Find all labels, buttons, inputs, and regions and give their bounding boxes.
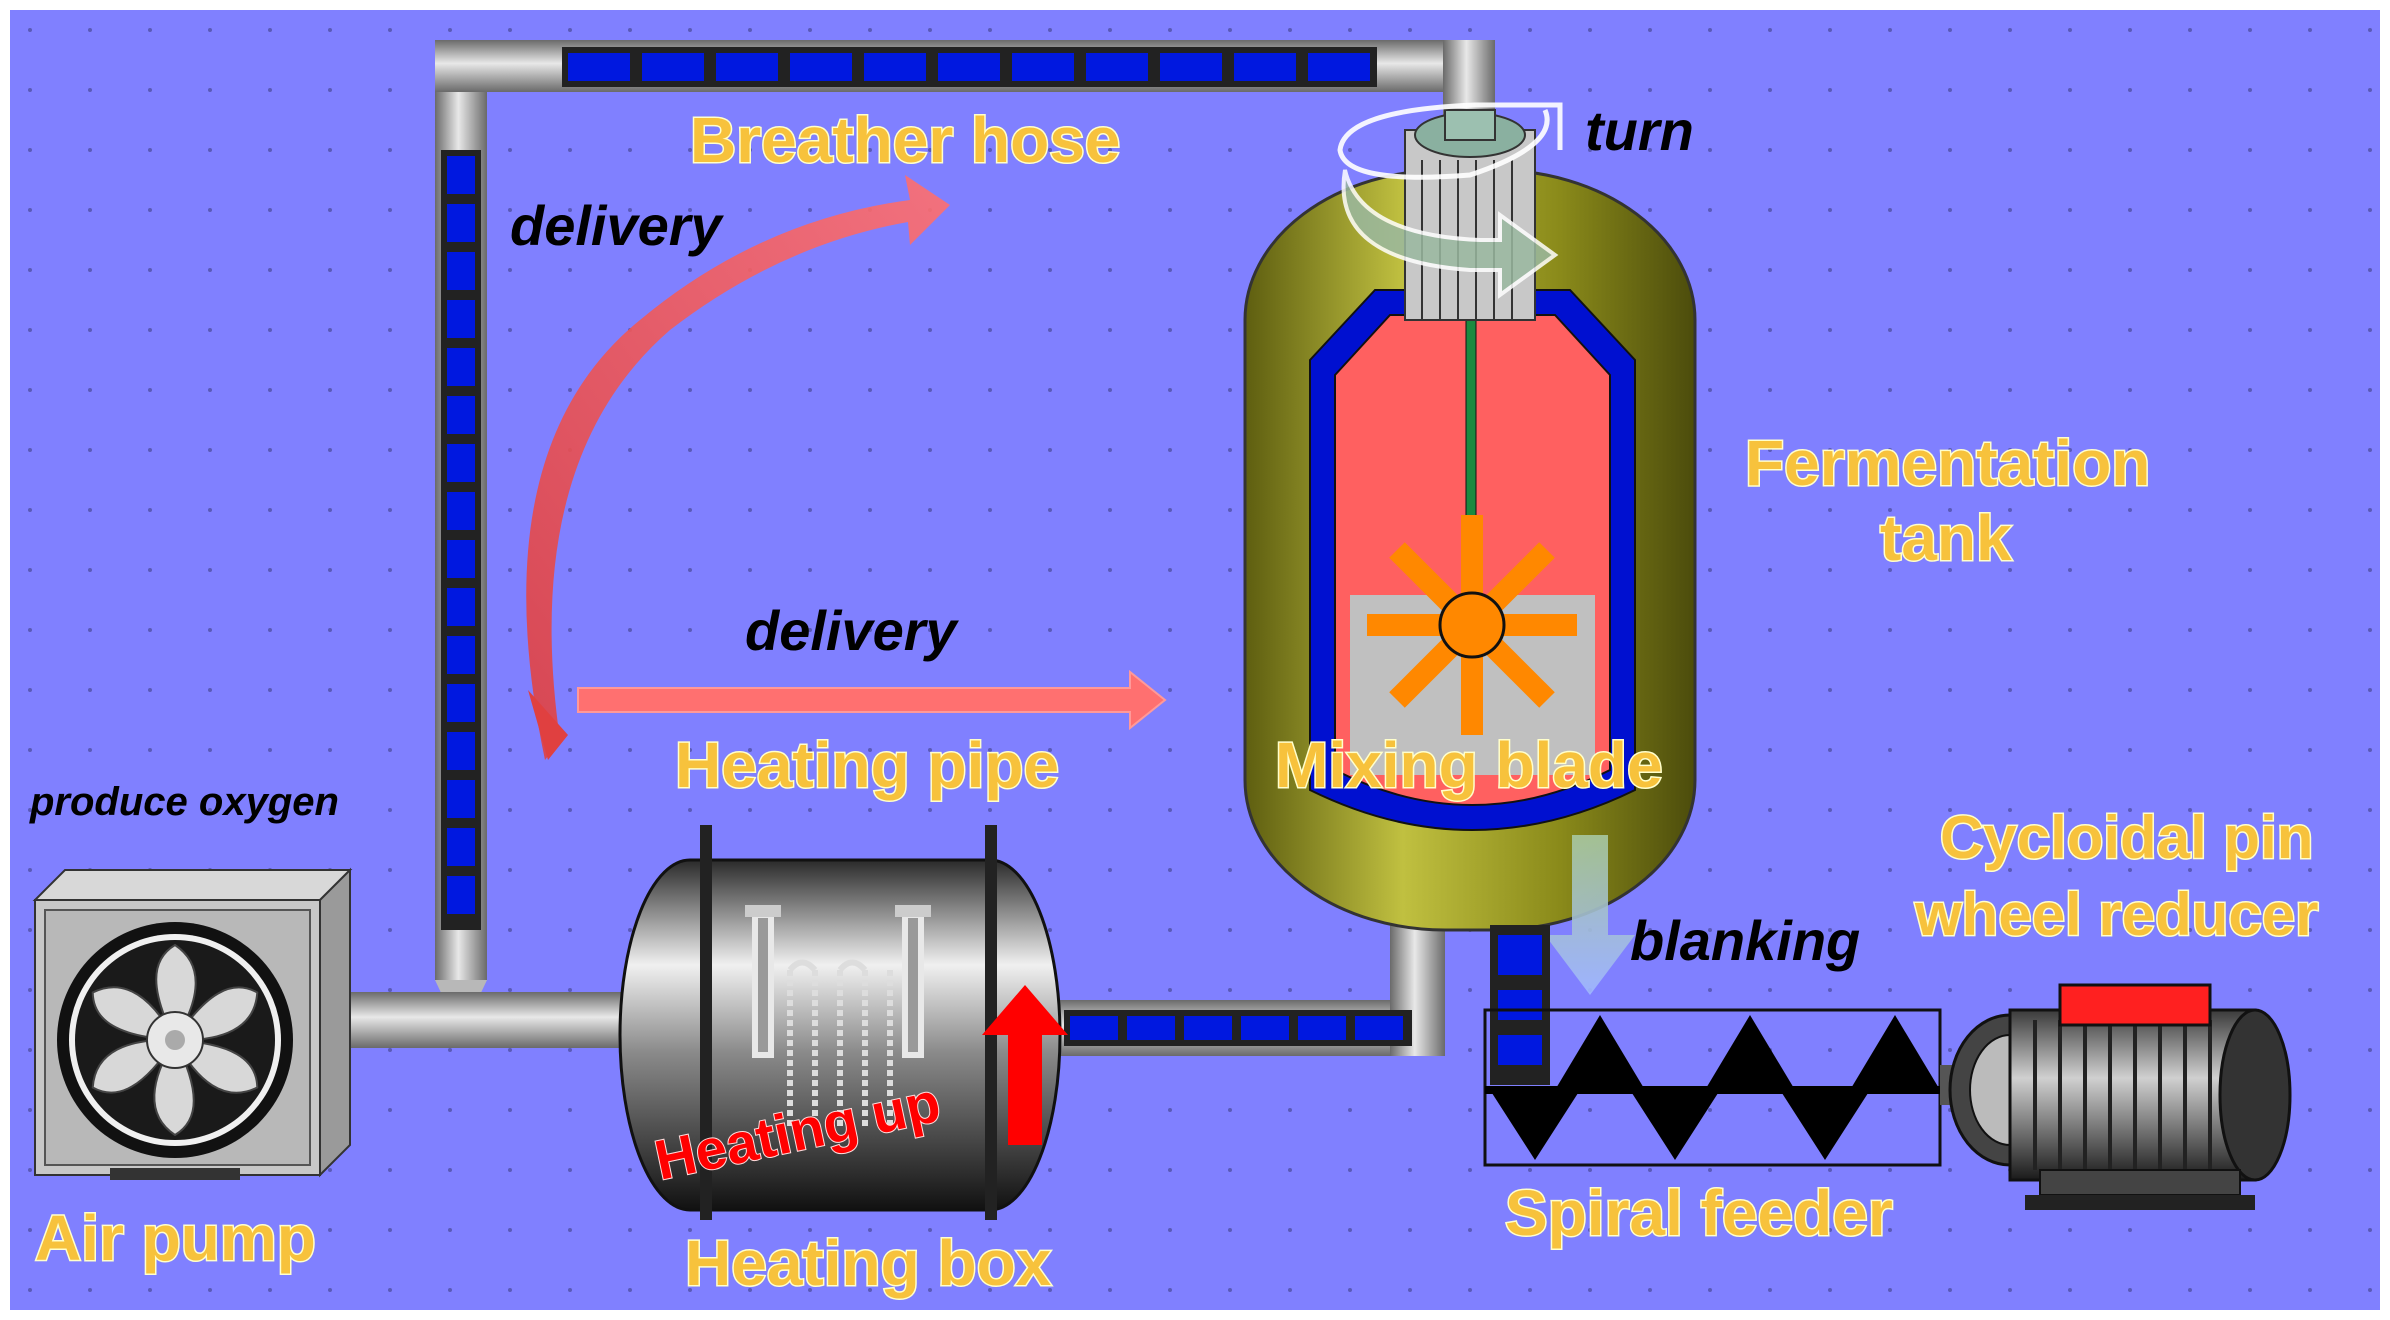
fermentation-tank-label-line2: tank [1880, 502, 2012, 574]
delivery-curved-arrow [526, 175, 950, 760]
pipe-segment [716, 53, 778, 81]
pipe-segment [447, 876, 475, 914]
turn-label: turn [1585, 99, 1694, 162]
pipe-segment [447, 204, 475, 242]
pipe-segment [1012, 53, 1074, 81]
heating-pipe-label: Heating pipe [675, 729, 1059, 801]
pipe-segment [1308, 53, 1370, 81]
cycloidal-reducer-label-line1: Cycloidal pin [1940, 804, 2313, 871]
fan-icon [57, 922, 293, 1158]
pipe-segment [447, 588, 475, 626]
delivery-top-label: delivery [510, 194, 725, 257]
pipe-segment [447, 732, 475, 770]
pipe-segment [568, 53, 630, 81]
breather-hose-label: Breather hose [690, 104, 1120, 176]
screw-conveyor-icon [1485, 1015, 1940, 1160]
heating-box-label: Heating box [685, 1227, 1052, 1299]
heater-drum-icon [745, 905, 931, 1130]
delivery-mid-label: delivery [745, 599, 960, 662]
blanking-arrow [1545, 835, 1635, 995]
pipe-segment [447, 780, 475, 818]
pipe-segment [1355, 1016, 1403, 1040]
pipe-segment [1241, 1016, 1289, 1040]
pipe-segment [447, 636, 475, 674]
pipe-segment [1298, 1016, 1346, 1040]
delivery-straight-arrow [577, 669, 1167, 731]
mixing-blade-label: Mixing blade [1275, 729, 1663, 801]
spiral-feeder [1483, 925, 1942, 1167]
pipe-segment [1070, 1016, 1118, 1040]
pipe-segment [447, 156, 475, 194]
pipe-segment [447, 684, 475, 722]
breather-hose-segments-top [562, 47, 1377, 87]
pipe-segment [938, 53, 1000, 81]
motor-icon [1948, 983, 2292, 1210]
heating-pipe-segments [1064, 1010, 1412, 1046]
pipe-segment [1127, 1016, 1175, 1040]
produce-oxygen-label: produce oxygen [29, 780, 339, 824]
cycloidal-reducer [1940, 983, 2292, 1210]
pipe-segment [1160, 53, 1222, 81]
cycloidal-reducer-label-line2: wheel reducer [1914, 881, 2319, 948]
pipe-segment [447, 396, 475, 434]
pipe-segment [447, 492, 475, 530]
pipe-segment [447, 300, 475, 338]
heating-box [618, 825, 1062, 1220]
pipe-segment [1086, 53, 1148, 81]
pipe-segment [1184, 1016, 1232, 1040]
air-pump [32, 867, 353, 1180]
pipe-segment [1234, 53, 1296, 81]
fermentation-tank-label-line1: Fermentation [1745, 427, 2150, 499]
pipe-segment [447, 348, 475, 386]
air-pump-label: Air pump [35, 1202, 316, 1274]
pipe-segment [790, 53, 852, 81]
pipe-segment [447, 252, 475, 290]
pipe-segment [642, 53, 704, 81]
pipe-segment [864, 53, 926, 81]
blanking-label: blanking [1630, 909, 1860, 972]
fermentation-tank [1243, 109, 1697, 932]
turn-arrow [1337, 102, 1563, 299]
heating-up-arrow [982, 985, 1068, 1145]
breather-hose-segments-left [441, 150, 481, 930]
pipe-segment [447, 444, 475, 482]
pipe-segment [447, 540, 475, 578]
spiral-feeder-label: Spiral feeder [1505, 1177, 1893, 1249]
pipe-segment [447, 828, 475, 866]
